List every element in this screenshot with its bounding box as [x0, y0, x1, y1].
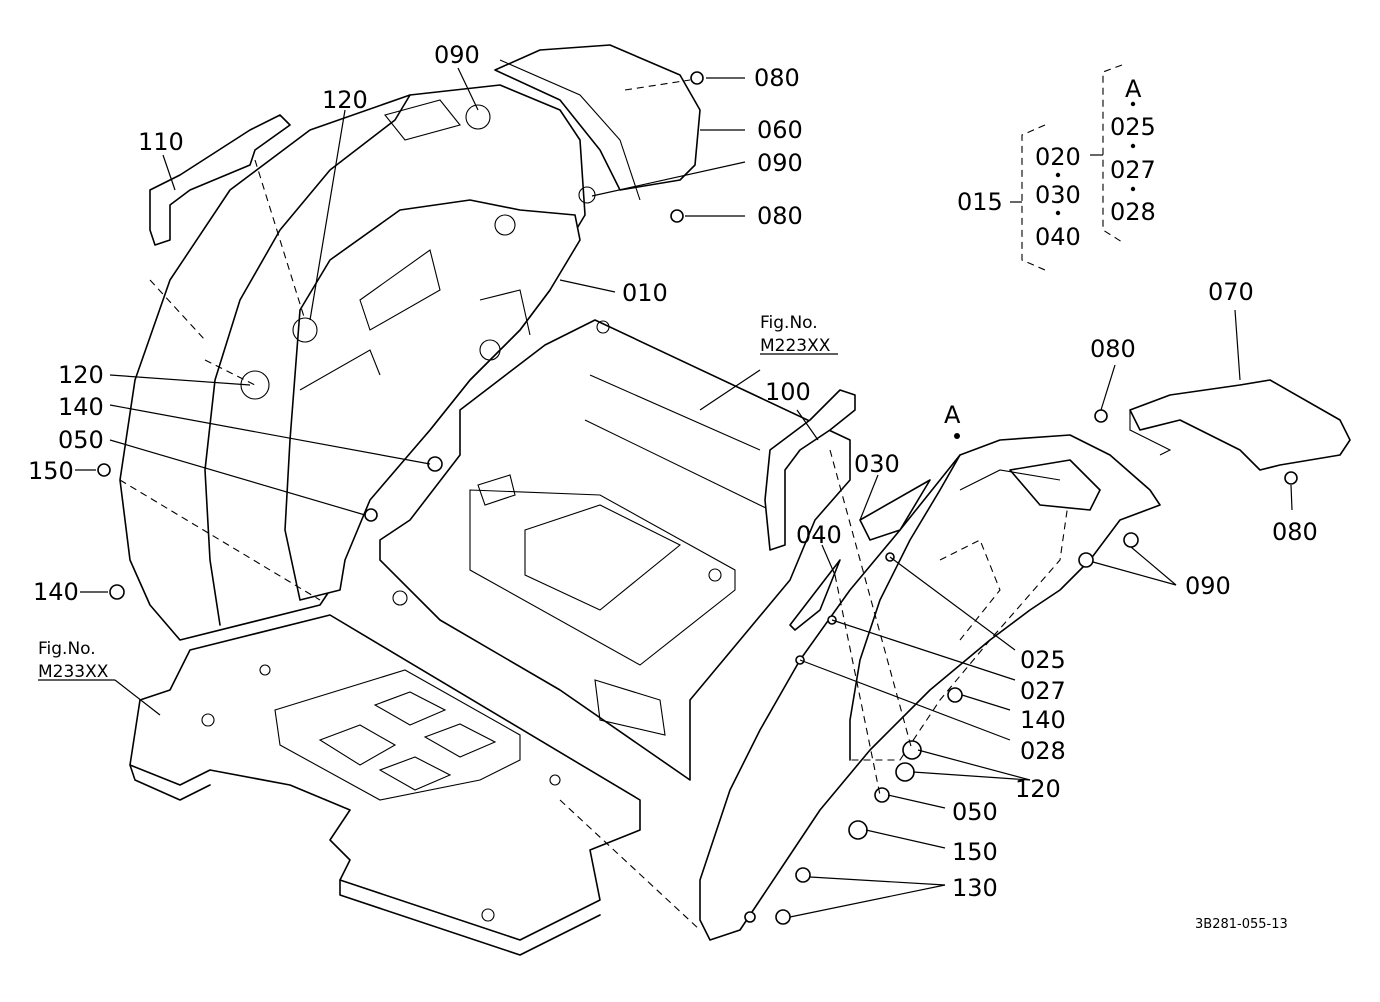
callout-140-c: 140	[1020, 706, 1066, 734]
callout-150-a: 150	[28, 457, 74, 485]
legend-027: 027	[1110, 156, 1156, 184]
callout-060: 060	[757, 116, 803, 144]
callout-080-a: 080	[754, 64, 800, 92]
floor-plate	[129, 614, 641, 956]
seat-frame	[379, 319, 851, 781]
group-legend: A 015 020 030 040 025 027 028	[957, 75, 1156, 251]
fig-ref2-title: Fig.No.	[38, 639, 96, 659]
legend-025: 025	[1110, 113, 1156, 141]
leader-lines	[75, 67, 1293, 931]
right-grip	[764, 389, 856, 551]
legend-a-label: A	[1125, 75, 1142, 103]
fig-ref1-code: M223XX	[760, 336, 831, 356]
callout-010: 010	[622, 279, 668, 307]
right-cover	[1129, 379, 1351, 471]
legend-020: 020	[1035, 143, 1081, 171]
right-fender	[699, 434, 1161, 941]
callout-120-b: 120	[58, 361, 104, 389]
callout-028: 028	[1020, 737, 1066, 765]
callout-090-b: 090	[757, 149, 803, 177]
callout-120-a: 120	[322, 86, 368, 114]
callout-050-a: 050	[58, 426, 104, 454]
fig-ref2-code: M233XX	[38, 662, 109, 682]
callout-150-b: 150	[952, 838, 998, 866]
callout-130: 130	[952, 874, 998, 902]
marker-a: A	[944, 401, 961, 429]
fig-ref1-title: Fig.No.	[760, 313, 818, 333]
callout-080-d: 080	[1272, 518, 1318, 546]
callout-027: 027	[1020, 677, 1066, 705]
legend-015: 015	[957, 188, 1003, 216]
callout-025: 025	[1020, 646, 1066, 674]
callout-040: 040	[796, 521, 842, 549]
legend-028: 028	[1110, 198, 1156, 226]
group-brackets	[954, 64, 1136, 439]
legend-040: 040	[1035, 223, 1081, 251]
callout-140-a: 140	[58, 393, 104, 421]
callout-030: 030	[854, 450, 900, 478]
left-cover	[494, 44, 701, 201]
left-fender	[119, 84, 596, 641]
callout-070: 070	[1208, 278, 1254, 306]
callout-090-a: 090	[434, 41, 480, 69]
callout-120-c: 120	[1015, 775, 1061, 803]
callout-080-b: 080	[757, 202, 803, 230]
callout-080-c: 080	[1090, 335, 1136, 363]
callout-140-b: 140	[33, 578, 79, 606]
callout-090-c: 090	[1185, 572, 1231, 600]
legend-030: 030	[1035, 181, 1081, 209]
left-grip	[149, 114, 291, 246]
callout-labels: 090 080 120 110 060 090 080 010 120 140 …	[28, 41, 1318, 902]
mat-strips	[789, 479, 931, 631]
callout-100: 100	[765, 378, 811, 406]
fig-references: Fig.No. M223XX Fig.No. M233XX	[38, 313, 831, 682]
drawing-code: 3B281-055-13	[1195, 917, 1288, 932]
callout-050-b: 050	[952, 798, 998, 826]
callout-110: 110	[138, 128, 184, 156]
